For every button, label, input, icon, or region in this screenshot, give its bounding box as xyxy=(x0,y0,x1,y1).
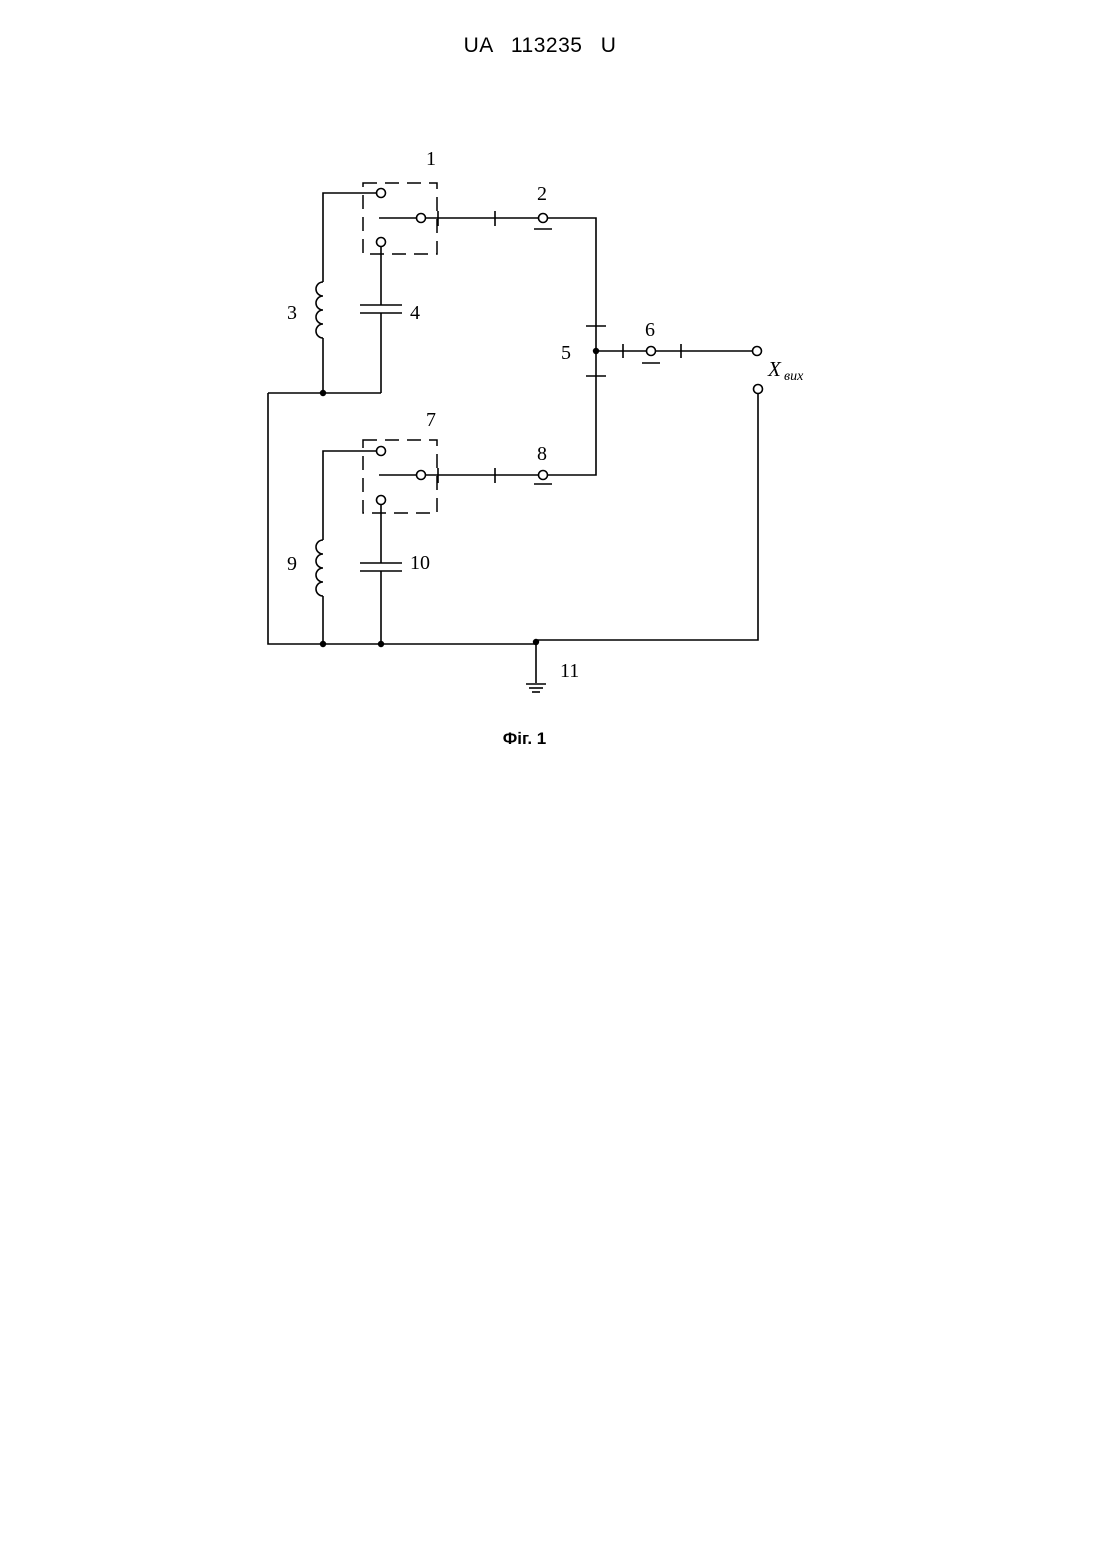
inductor-3-coil xyxy=(316,282,323,338)
output-subscript: вих xyxy=(784,369,804,384)
switch-7-bottom-terminal xyxy=(377,496,386,505)
label-10: 10 xyxy=(410,552,430,574)
label-7: 7 xyxy=(426,409,436,431)
switch-1-bottom-terminal xyxy=(377,238,386,247)
terminal-2 xyxy=(539,214,548,223)
switch-1-common-terminal xyxy=(417,214,426,223)
switch-7-top-terminal xyxy=(377,447,386,456)
wire-switch1-to-inductor3 xyxy=(323,193,376,282)
junction-dot xyxy=(320,641,326,647)
switch-1-top-terminal xyxy=(377,189,386,198)
circuit-diagram: 1 2 3 4 5 6 7 8 9 10 11 X вих xyxy=(0,0,1101,760)
output-symbol: X xyxy=(767,357,782,381)
terminal-6 xyxy=(647,347,656,356)
junction-dot xyxy=(378,641,384,647)
junction-dot xyxy=(320,390,326,396)
left-return-wire xyxy=(268,393,536,644)
label-8: 8 xyxy=(537,443,547,465)
output-terminal-top xyxy=(753,347,762,356)
label-11: 11 xyxy=(560,660,579,682)
label-3: 3 xyxy=(287,302,297,324)
junction-dot xyxy=(533,639,539,645)
figure-caption: Фіг. 1 xyxy=(0,729,1049,749)
output-terminal-bottom xyxy=(754,385,763,394)
switch-7-common-terminal xyxy=(417,471,426,480)
label-6: 6 xyxy=(645,319,655,341)
label-1: 1 xyxy=(426,148,436,170)
terminal-8 xyxy=(539,471,548,480)
inductor-9-coil xyxy=(316,540,323,596)
junction-dot xyxy=(593,348,599,354)
label-5: 5 xyxy=(561,342,571,364)
label-4: 4 xyxy=(410,302,420,324)
label-9: 9 xyxy=(287,553,297,575)
label-2: 2 xyxy=(537,183,547,205)
wire-switch7-to-inductor9 xyxy=(323,451,376,540)
